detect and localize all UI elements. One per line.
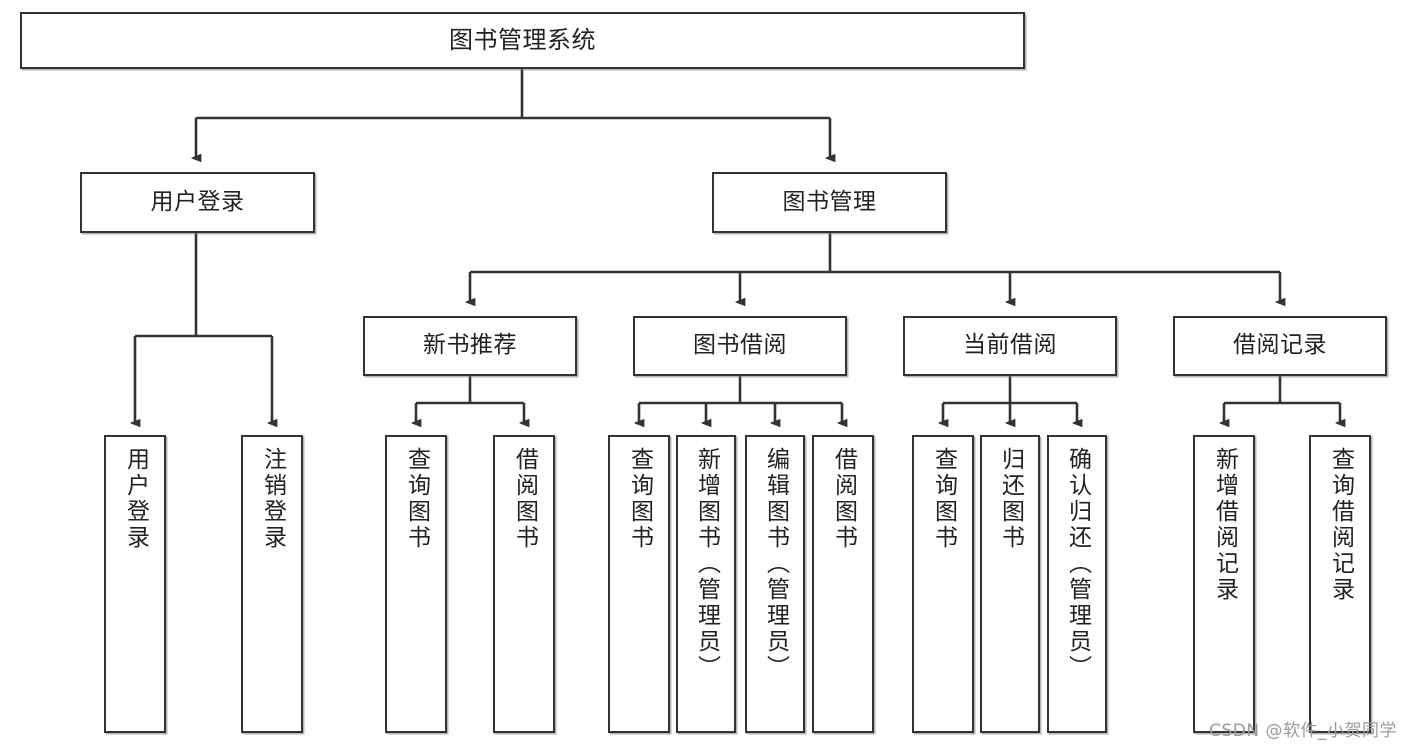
node-label: 查询借阅记录 [1327, 447, 1354, 603]
node-label: 查询图书 [403, 447, 430, 551]
leaf-user-login[interactable]: 用户登录 [104, 435, 166, 733]
node-label: 用户登录 [150, 188, 245, 215]
node-label: 新书推荐 [423, 332, 517, 359]
leaf-query-book-2[interactable]: 查询图书 [608, 435, 670, 733]
node-label: 注销登录 [259, 447, 286, 551]
leaf-query-book-1[interactable]: 查询图书 [385, 435, 447, 733]
leaf-query-record[interactable]: 查询借阅记录 [1309, 435, 1371, 733]
csdn-watermark: CSDN @软件_小贺同学 [1209, 721, 1397, 741]
node-current-borrow[interactable]: 当前借阅 [903, 316, 1117, 376]
node-label: 借阅图书 [830, 447, 857, 551]
leaf-return-book[interactable]: 归还图书 [980, 435, 1040, 733]
node-label: 借阅记录 [1233, 332, 1327, 359]
leaf-add-record[interactable]: 新增借阅记录 [1193, 435, 1255, 733]
node-root-book-management-system[interactable]: 图书管理系统 [20, 12, 1025, 69]
leaf-borrow-book-1[interactable]: 借阅图书 [493, 435, 555, 733]
node-label: 新增图书（管理员） [693, 447, 720, 681]
node-label: 图书借阅 [693, 332, 787, 359]
node-user-login[interactable]: 用户登录 [80, 172, 315, 233]
node-label: 归还图书 [997, 447, 1024, 551]
node-label: 当前借阅 [963, 332, 1057, 359]
node-label: 确认归还（管理员） [1064, 447, 1091, 681]
node-label: 查询图书 [626, 447, 653, 551]
node-new-book-recommend[interactable]: 新书推荐 [363, 316, 577, 376]
node-label: 借阅图书 [511, 447, 538, 551]
node-label: 图书管理系统 [449, 26, 596, 55]
leaf-logout[interactable]: 注销登录 [241, 435, 303, 733]
leaf-borrow-book-2[interactable]: 借阅图书 [812, 435, 874, 733]
node-book-manage[interactable]: 图书管理 [712, 172, 947, 233]
node-label: 图书管理 [782, 188, 877, 215]
node-label: 编辑图书（管理员） [762, 447, 789, 681]
node-label: 用户登录 [122, 447, 149, 551]
leaf-query-book-3[interactable]: 查询图书 [912, 435, 974, 733]
leaf-confirm-return[interactable]: 确认归还（管理员） [1047, 435, 1107, 733]
node-label: 查询图书 [930, 447, 957, 551]
node-borrow-record[interactable]: 借阅记录 [1173, 316, 1387, 376]
node-book-borrow[interactable]: 图书借阅 [633, 316, 847, 376]
leaf-add-book[interactable]: 新增图书（管理员） [676, 435, 736, 733]
node-label: 新增借阅记录 [1211, 447, 1238, 603]
leaf-edit-book[interactable]: 编辑图书（管理员） [745, 435, 805, 733]
